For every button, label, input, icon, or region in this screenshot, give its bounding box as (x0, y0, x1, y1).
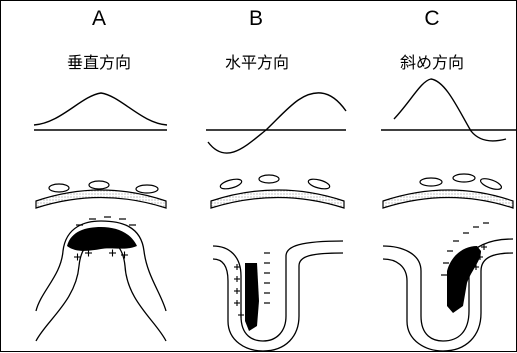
negative-signs-b (264, 253, 270, 303)
cell-a3 (136, 185, 158, 193)
cell-layer-c (383, 174, 513, 208)
membrane-c (383, 190, 513, 208)
cell-c2 (453, 174, 475, 182)
cell-b3 (307, 177, 330, 190)
cell-a1 (49, 184, 69, 192)
cell-c3 (479, 176, 502, 191)
waveform-c (381, 79, 516, 141)
charge-region-b (245, 263, 259, 331)
fold-outer-b (213, 241, 343, 341)
waveform-a (34, 93, 167, 130)
cell-b1 (219, 177, 242, 190)
fold-inner-a (36, 239, 166, 341)
positive-signs-b (234, 264, 244, 318)
cell-b2 (259, 175, 279, 183)
curve-c (394, 79, 506, 141)
waveform-b (206, 93, 346, 153)
cell-c1 (420, 178, 442, 186)
cell-layer-b (211, 175, 344, 208)
cell-layer-a (36, 181, 166, 208)
cortex-fold-b (213, 241, 343, 351)
cortex-fold-c (383, 223, 513, 351)
cortex-fold-a (36, 217, 166, 341)
membrane-b (211, 190, 344, 208)
charge-region-a (67, 227, 137, 251)
cell-a2 (89, 181, 109, 189)
curve-b (208, 93, 346, 153)
charge-region-c (447, 246, 481, 313)
positive-signs-a (74, 250, 128, 261)
curve-a (34, 93, 167, 125)
